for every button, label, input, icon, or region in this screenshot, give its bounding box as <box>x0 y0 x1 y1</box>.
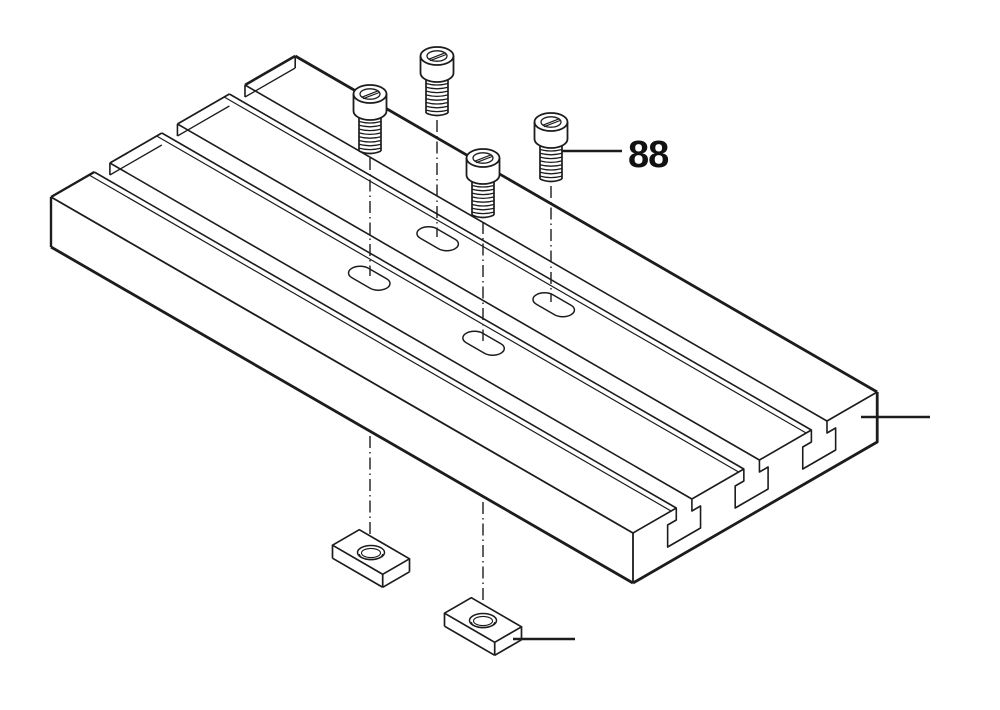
t-nut-1 <box>331 528 411 589</box>
cap-screw-2 <box>419 46 455 117</box>
plate-front-face <box>51 197 633 583</box>
plate-left-end <box>51 56 295 209</box>
mounting-slot <box>458 329 509 359</box>
plate-top-face <box>89 56 877 511</box>
mounting-slot <box>412 224 463 254</box>
mounting-slot <box>344 264 395 294</box>
cap-screw-4 <box>533 112 569 183</box>
callout-88-label: 88 <box>628 134 668 176</box>
t-slot-plate <box>51 56 877 583</box>
cap-screw-3 <box>465 148 501 219</box>
cap-screw-1 <box>352 84 388 155</box>
t-slot-profile <box>633 392 877 567</box>
t-nut-2 <box>443 596 523 657</box>
center-axis-lines <box>369 120 552 623</box>
plate-right-end <box>633 392 877 583</box>
mounting-slot <box>528 290 579 320</box>
